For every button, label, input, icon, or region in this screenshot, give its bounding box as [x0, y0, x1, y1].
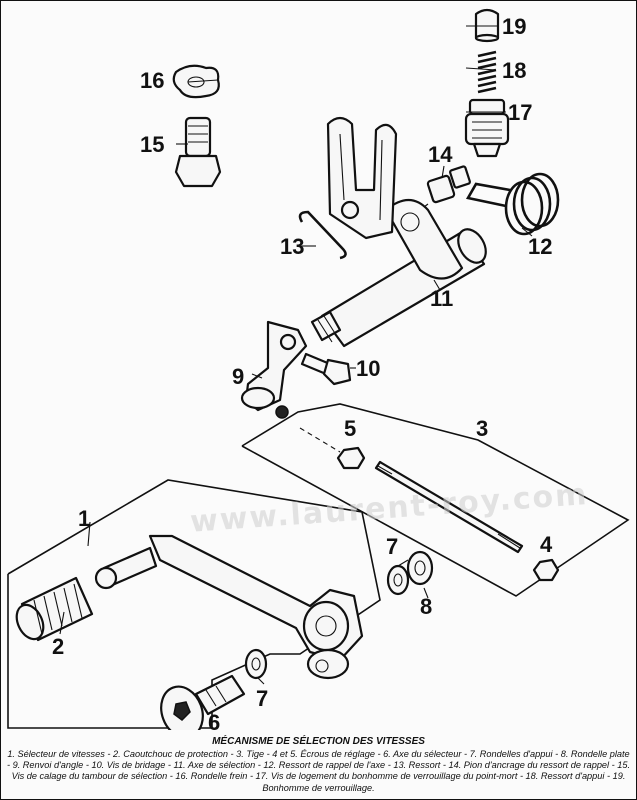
callout-19: 19: [502, 14, 526, 39]
callout-13: 13: [280, 234, 304, 259]
callout-1: 1: [78, 506, 90, 531]
callout-5: 5: [344, 416, 356, 441]
callout-12: 12: [528, 234, 552, 259]
figure-caption: MÉCANISME DE SÉLECTION DES VITESSES 1. S…: [6, 736, 631, 794]
leader-lines: [59, 25, 533, 685]
callout-16: 16: [140, 68, 164, 93]
callout-2: 2: [52, 634, 64, 659]
detent-housing-bolt: [464, 98, 510, 158]
callout-9: 9: [232, 364, 244, 389]
callout-15: 15: [140, 132, 164, 157]
callout-7-upper: 7: [386, 534, 398, 559]
callout-6: 6: [208, 710, 220, 730]
selector-shaft: [310, 198, 487, 348]
detent-spring: [477, 50, 497, 94]
callout-11: 11: [430, 286, 453, 311]
callout-10: 10: [356, 356, 380, 381]
return-spring-pin: [419, 165, 471, 211]
drum-locating-bolt: [174, 116, 222, 188]
callout-4: 4: [540, 532, 553, 557]
callout-7-lower: 7: [256, 686, 268, 711]
caption-title: MÉCANISME DE SÉLECTION DES VITESSES: [212, 736, 425, 747]
assembly-plane-lower: [7, 479, 381, 729]
return-spring: [465, 172, 560, 236]
assembly-plane-rod: [241, 403, 630, 597]
leader-5: [299, 427, 341, 453]
thrust-washer-upper: [386, 564, 410, 596]
watermark: www.laurent-roy.com: [189, 477, 590, 540]
callout-14: 14: [428, 142, 453, 167]
clamp-bolt: [300, 352, 352, 386]
adjuster-nut-upper: [336, 446, 366, 470]
caption-text: 1. Sélecteur de vitesses - 2. Caoutchouc…: [6, 749, 631, 793]
angle-lever: [240, 320, 308, 419]
rubber-pad: [15, 576, 94, 642]
detent-plunger: [474, 8, 500, 43]
callout-8: 8: [420, 594, 432, 619]
thrust-washer-lower: [244, 648, 268, 680]
shift-claw: [326, 116, 398, 240]
linkage-rod: [374, 460, 524, 554]
adjuster-nut-lower: [532, 558, 560, 582]
flat-washer: [406, 550, 434, 586]
gear-lever: [94, 534, 364, 680]
callout-17: 17: [508, 100, 532, 125]
small-spring: [298, 210, 347, 260]
callout-3: 3: [476, 416, 488, 441]
callout-18: 18: [502, 58, 526, 83]
selector-pivot-bolt: [160, 674, 246, 730]
exploded-diagram: www.laurent-roy.com 1 2 3 4 5 6 7 7 8 9 …: [7, 8, 630, 730]
